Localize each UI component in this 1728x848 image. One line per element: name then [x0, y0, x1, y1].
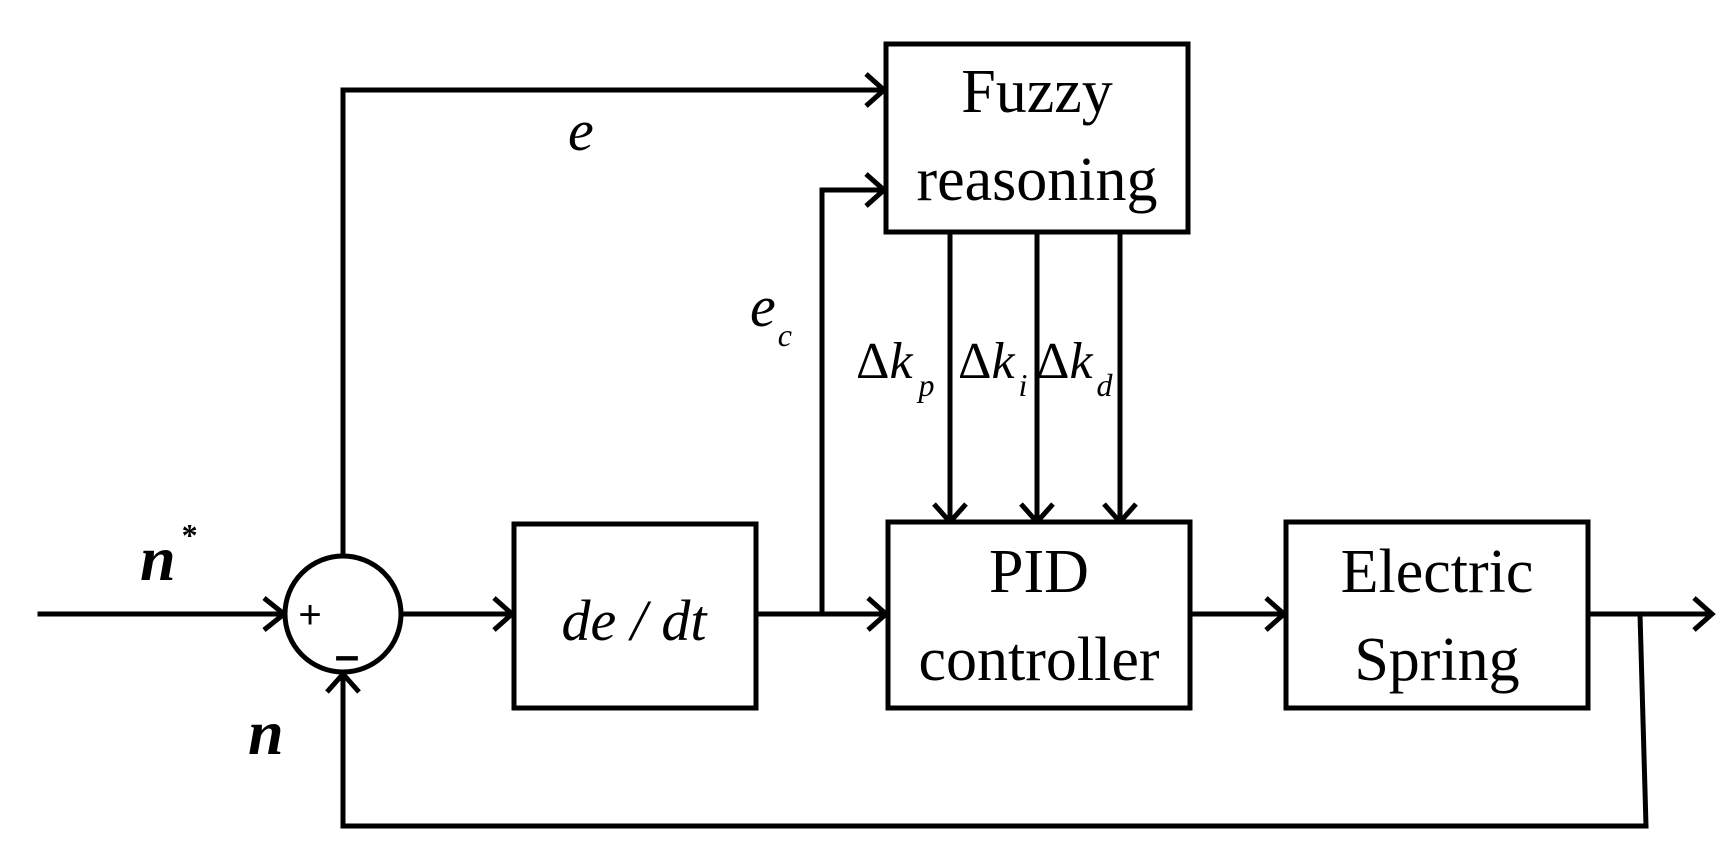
error-change-signal-label: ec: [750, 274, 792, 353]
junction-plus-sign: +: [298, 593, 321, 637]
feedback-signal-label: n: [248, 697, 284, 768]
derivative-block: de / dt: [511, 521, 759, 711]
summing-junction: + –: [282, 553, 404, 680]
wire-ec-to-fuzzy: [819, 187, 883, 617]
gain-p-delta: Δ: [856, 333, 889, 390]
gain-d-symbol: k: [1069, 333, 1093, 390]
gain-d-delta: Δ: [1036, 333, 1069, 390]
arrowhead-output: [1692, 596, 1716, 632]
pid-controller-block: PID controller: [885, 519, 1193, 711]
reference-signal-label: n*: [140, 517, 198, 594]
wire-error-to-fuzzy: [340, 87, 883, 561]
error-signal-label: e: [568, 98, 594, 163]
spring-block-label-line1: Electric: [1341, 538, 1534, 606]
gain-i-delta: Δ: [958, 333, 991, 390]
wire-feedback: [340, 611, 1649, 829]
electric-spring-block: Electric Spring: [1283, 519, 1591, 711]
derivative-block-label: de / dt: [562, 588, 709, 653]
fuzzy-reasoning-block: Fuzzy reasoning: [883, 41, 1191, 235]
gain-d-subscript: d: [1097, 367, 1114, 403]
error-change-subscript: c: [778, 317, 792, 353]
gain-p-subscript: p: [917, 367, 935, 403]
reference-symbol: n: [140, 523, 176, 594]
spring-block-label-line2: Spring: [1354, 626, 1519, 694]
error-change-symbol: e: [750, 274, 776, 339]
gain-i-subscript: i: [1019, 367, 1028, 403]
gain-p-symbol: k: [889, 333, 913, 390]
fuzzy-block-label-line1: Fuzzy: [961, 58, 1113, 126]
reference-superscript: *: [182, 517, 198, 553]
fuzzy-block-label-line2: reasoning: [916, 146, 1157, 214]
junction-minus-sign: –: [335, 631, 359, 680]
gain-i-symbol: k: [991, 333, 1015, 390]
pid-block-label-line2: controller: [918, 626, 1159, 694]
pid-block-label-line1: PID: [989, 538, 1089, 606]
